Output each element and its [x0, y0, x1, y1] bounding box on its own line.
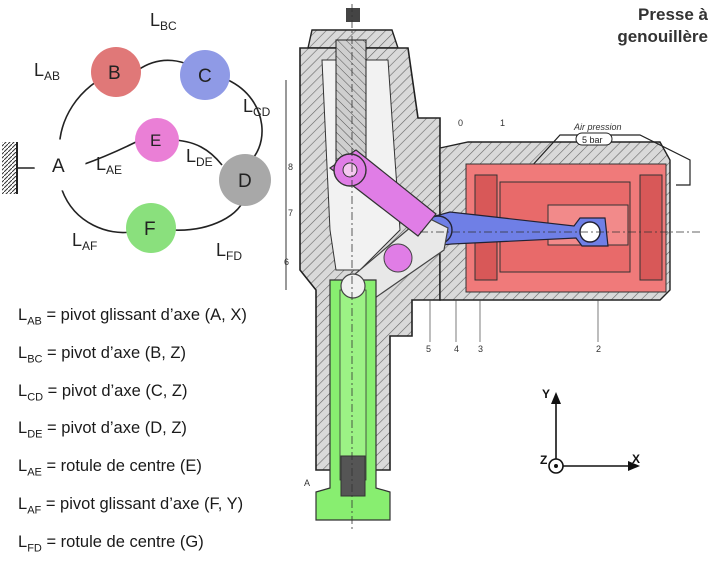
ground-symbol	[2, 142, 38, 194]
axes-frame: Y Z X	[540, 387, 640, 474]
axis-label-x: X	[632, 452, 640, 466]
link-label-bc: LBC	[150, 10, 177, 33]
axis-label-y: Y	[542, 387, 550, 401]
node-label-f: F	[144, 219, 156, 240]
link-label-af: LAF	[72, 230, 97, 253]
node-c	[180, 50, 230, 100]
node-f	[126, 203, 176, 253]
node-label-b: B	[108, 63, 121, 84]
air-pressure-label: Air pression	[573, 122, 622, 132]
callout-7: 7	[288, 208, 293, 218]
liaison-cd: LCD = pivot d’axe (C, Z)	[18, 381, 188, 403]
node-label-d: D	[238, 171, 252, 192]
link-label-de: LDE	[186, 146, 213, 169]
node-b	[91, 47, 141, 97]
edge-ae	[81, 139, 141, 166]
callout-4: 4	[454, 344, 459, 354]
node-e	[135, 118, 179, 162]
callout-8: 8	[288, 162, 293, 172]
callout-0: 0	[458, 118, 463, 128]
diagram-canvas: A B C E D F LBC LAB LCD LAE LDE LAF LFD …	[2, 4, 700, 530]
node-label-a: A	[52, 156, 65, 177]
callout-5: 5	[426, 344, 431, 354]
pressure-value: 5 bar	[582, 135, 603, 145]
callout-6: 6	[284, 257, 289, 267]
title-line-1: Presse à	[638, 5, 708, 24]
node-label-c: C	[198, 66, 212, 87]
edge-cd	[227, 79, 263, 166]
link-label-ab: LAB	[34, 60, 60, 83]
callout-a: A	[304, 478, 310, 488]
callout-3: 3	[478, 344, 483, 354]
node-a	[34, 139, 86, 191]
liaison-af: LAF = pivot glissant d’axe (F, Y)	[18, 494, 244, 517]
liaison-ab: LAB = pivot glissant d’axe (A, X)	[18, 306, 247, 328]
axis-label-z: Z	[540, 453, 547, 467]
node-d	[219, 154, 271, 206]
node-label-e: E	[150, 131, 161, 150]
liaison-ae: LAE = rotule de centre (E)	[18, 457, 202, 479]
edge-af	[61, 189, 131, 234]
link-label-fd: LFD	[216, 240, 242, 263]
liaison-de: LDE = pivot d’axe (D, Z)	[18, 419, 187, 441]
liaison-list: LAB = pivot glissant d’axe (A, X) LBC = …	[18, 300, 308, 565]
link-label-cd: LCD	[243, 96, 271, 119]
liaison-bc: LBC = pivot d’axe (B, Z)	[18, 343, 186, 366]
title-line-2: genouillère	[617, 27, 708, 46]
press-drawing: Air pression 5 bar 0 1 8	[284, 4, 700, 530]
link-label-ae: LAE	[96, 154, 122, 177]
callout-2: 2	[596, 344, 601, 354]
callout-1: 1	[500, 118, 505, 128]
page-title: Presse à genouillère	[617, 4, 708, 48]
liaison-fd: LFD = rotule de centre (G)	[18, 532, 204, 555]
